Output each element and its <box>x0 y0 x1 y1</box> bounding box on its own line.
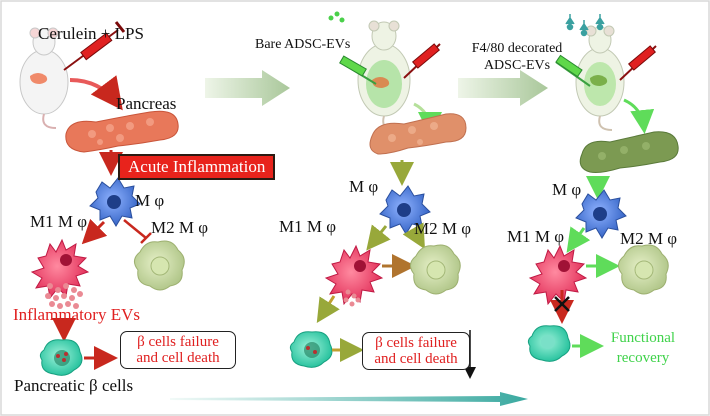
m2-cell-1 <box>134 240 185 291</box>
beta-cell-2 <box>289 331 333 368</box>
mouse-1 <box>19 27 69 129</box>
syringe-1 <box>63 21 126 71</box>
decorated-evs-icons-3 <box>565 14 605 37</box>
progression-arrow-2 <box>458 70 548 106</box>
organ-label: Pancreas <box>116 94 177 113</box>
arrow-to-m1-3 <box>566 226 591 253</box>
timeline-arrow <box>170 392 528 406</box>
m2-cell-3 <box>618 244 669 295</box>
beta-cell-3 <box>527 325 571 362</box>
mouse-2 <box>357 20 411 131</box>
inflammatory-evs-1 <box>45 283 83 309</box>
macrophage-3 <box>575 189 627 239</box>
pancreas-2 <box>369 113 467 155</box>
m2-label-3: M2 M φ <box>620 229 678 248</box>
m1-cell-2 <box>324 244 384 306</box>
macrophage-label-2: M φ <box>349 177 379 196</box>
m2-cell-2 <box>410 244 461 295</box>
macrophage-label-1: M φ <box>135 191 165 210</box>
treatment-label-1: Cerulein + LPS <box>38 24 144 43</box>
inflammation-banner: Acute Inflammation <box>118 154 276 180</box>
inhibition-to-m2-1 <box>123 219 152 244</box>
m2-label-1: M2 M φ <box>151 218 209 237</box>
evs-dots-red-2 <box>343 289 361 307</box>
recovery-label: Functional recovery <box>610 330 676 366</box>
injection-arrow-1 <box>69 75 123 111</box>
syringe-green-3 <box>555 54 591 87</box>
m1-label-1: M1 M φ <box>30 212 88 231</box>
m1-cell-3 <box>528 244 588 306</box>
progression-arrow-1 <box>205 70 290 106</box>
pancreas-inflamed <box>65 110 179 153</box>
block-mark-3 <box>554 296 570 312</box>
m2-label-2: M2 M φ <box>414 219 472 238</box>
treatment-label-2: Bare ADSC-EVs <box>255 37 351 52</box>
inflammatory-evs-label: Inflammatory EVs <box>13 305 140 324</box>
macrophage-label-3: M φ <box>552 180 582 199</box>
outcome-box-2: β cells failure and cell death <box>362 332 470 370</box>
arrow-to-m1-2 <box>366 224 391 251</box>
beta-cell-1 <box>39 339 83 376</box>
macrophage-2 <box>379 185 431 235</box>
arrow-to-beta-2 <box>316 295 340 324</box>
pancreas-healthy-3 <box>579 131 679 173</box>
syringe-red-2 <box>403 43 441 79</box>
beta-cells-label: Pancreatic β cells <box>14 376 134 395</box>
arrow-to-m1-1 <box>81 218 108 245</box>
macrophage-1 <box>89 177 141 227</box>
evs-dots-2 <box>328 11 345 23</box>
m1-label-2: M1 M φ <box>279 217 337 236</box>
mouse-3 <box>575 25 625 131</box>
arrow-to-pancreas-3 <box>623 98 655 134</box>
m1-cell-1 <box>30 238 90 300</box>
arrow-to-m2-2 <box>402 222 425 250</box>
outcome-box-1: β cells failure and cell death <box>120 331 236 369</box>
syringe-green-2 <box>339 55 377 85</box>
treatment-label-3: F4/80 decorated ADSC-EVs <box>471 41 563 73</box>
syringe-red-3 <box>619 45 657 81</box>
m1-label-3: M1 M φ <box>507 227 565 246</box>
